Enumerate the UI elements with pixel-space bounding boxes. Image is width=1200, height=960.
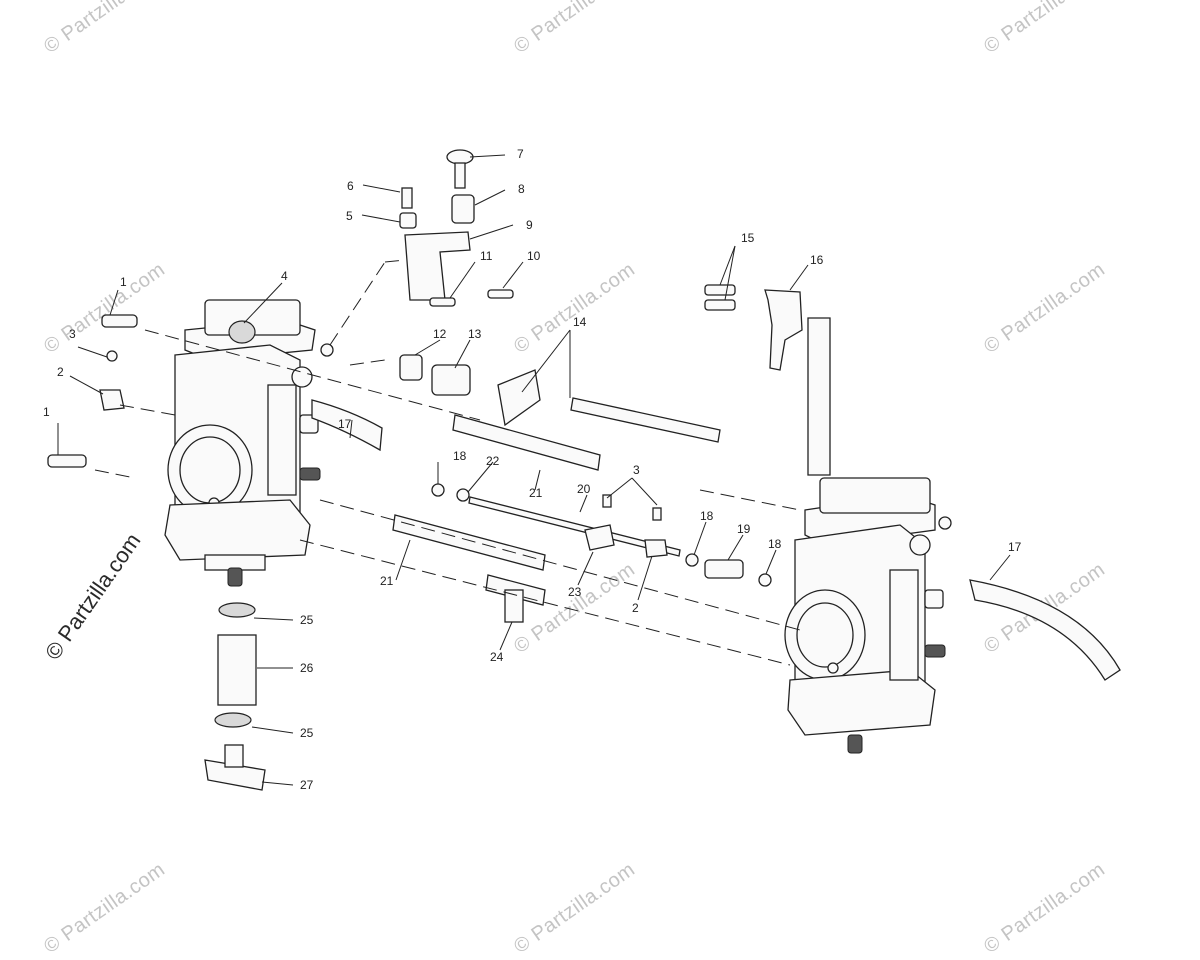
- callout-label: 3: [633, 463, 640, 477]
- callout-label: 4: [281, 269, 288, 283]
- callout-label: 2: [57, 365, 64, 379]
- callout-label: 16: [810, 253, 824, 267]
- callout-label: 5: [346, 209, 353, 223]
- callout-label: 14: [573, 315, 587, 329]
- callout-label: 3: [69, 327, 76, 341]
- callout-label: 26: [300, 661, 314, 675]
- callout-label: 21: [529, 486, 543, 500]
- callout-label: 22: [486, 454, 500, 468]
- callout-label: 7: [517, 147, 524, 161]
- callout-label: 25: [300, 726, 314, 740]
- callout-label: 15: [741, 231, 755, 245]
- callout-label: 17: [1008, 540, 1022, 554]
- callout-label: 6: [347, 179, 354, 193]
- callout-label: 11: [480, 249, 493, 263]
- callout-label: 19: [737, 522, 751, 536]
- leader-lines: [57, 154, 1011, 786]
- callout-label: 27: [300, 778, 314, 792]
- callout-label: 1: [43, 405, 50, 419]
- callout-label: 20: [577, 482, 591, 496]
- callout-label: 8: [518, 182, 525, 196]
- callout-label: 21: [380, 574, 394, 588]
- left-carburetor: [164, 299, 334, 587]
- callout-label: 18: [768, 537, 782, 551]
- callout-label: 24: [490, 650, 504, 664]
- callout-label: 13: [468, 327, 482, 341]
- callout-label: 2: [632, 601, 639, 615]
- small-parts: [47, 149, 803, 587]
- callout-label: 10: [527, 249, 541, 263]
- callout-labels: 1 1 2 2 3 3 4 5 6 7 8 9 10 11 12 13 14 1…: [43, 147, 1022, 792]
- callout-label: 18: [700, 509, 714, 523]
- callout-label: 1: [120, 275, 127, 289]
- alignment-lines: [94, 259, 801, 666]
- callout-label: 9: [526, 218, 533, 232]
- callout-label: 18: [453, 449, 467, 463]
- callout-label: 25: [300, 613, 314, 627]
- right-carburetor: [784, 477, 952, 754]
- callout-label: 12: [433, 327, 447, 341]
- callout-label: 23: [568, 585, 582, 599]
- callout-label: 17: [338, 417, 352, 431]
